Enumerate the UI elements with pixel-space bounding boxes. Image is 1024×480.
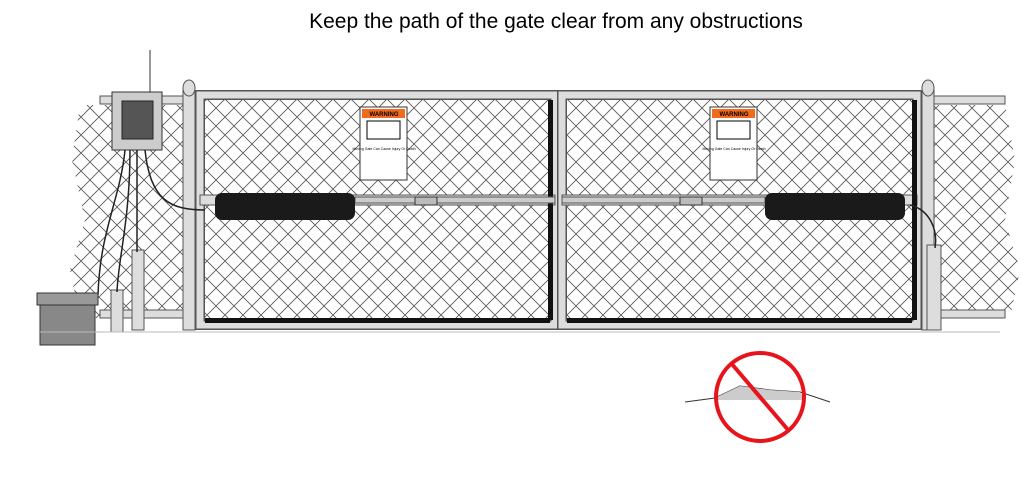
control-box <box>97 50 937 296</box>
warning-sign-left: WARNING Moving Gate Can Cause Injury Or … <box>352 106 416 181</box>
right-gate-actuator <box>561 193 905 220</box>
warning-message: Moving Gate Can Cause Injury Or Death <box>702 147 765 151</box>
warning-message: Moving Gate Can Cause Injury Or Death <box>352 147 415 151</box>
left-gate-actuator <box>215 193 556 220</box>
power-box <box>36 292 99 346</box>
page-title: Keep the path of the gate clear from any… <box>309 10 803 33</box>
warning-sign-right: WARNING Moving Gate Can Cause Injury Or … <box>702 106 766 181</box>
no-obstruction-symbol <box>684 351 831 443</box>
warning-header: WARNING <box>370 112 399 118</box>
warning-header: WARNING <box>720 112 749 118</box>
